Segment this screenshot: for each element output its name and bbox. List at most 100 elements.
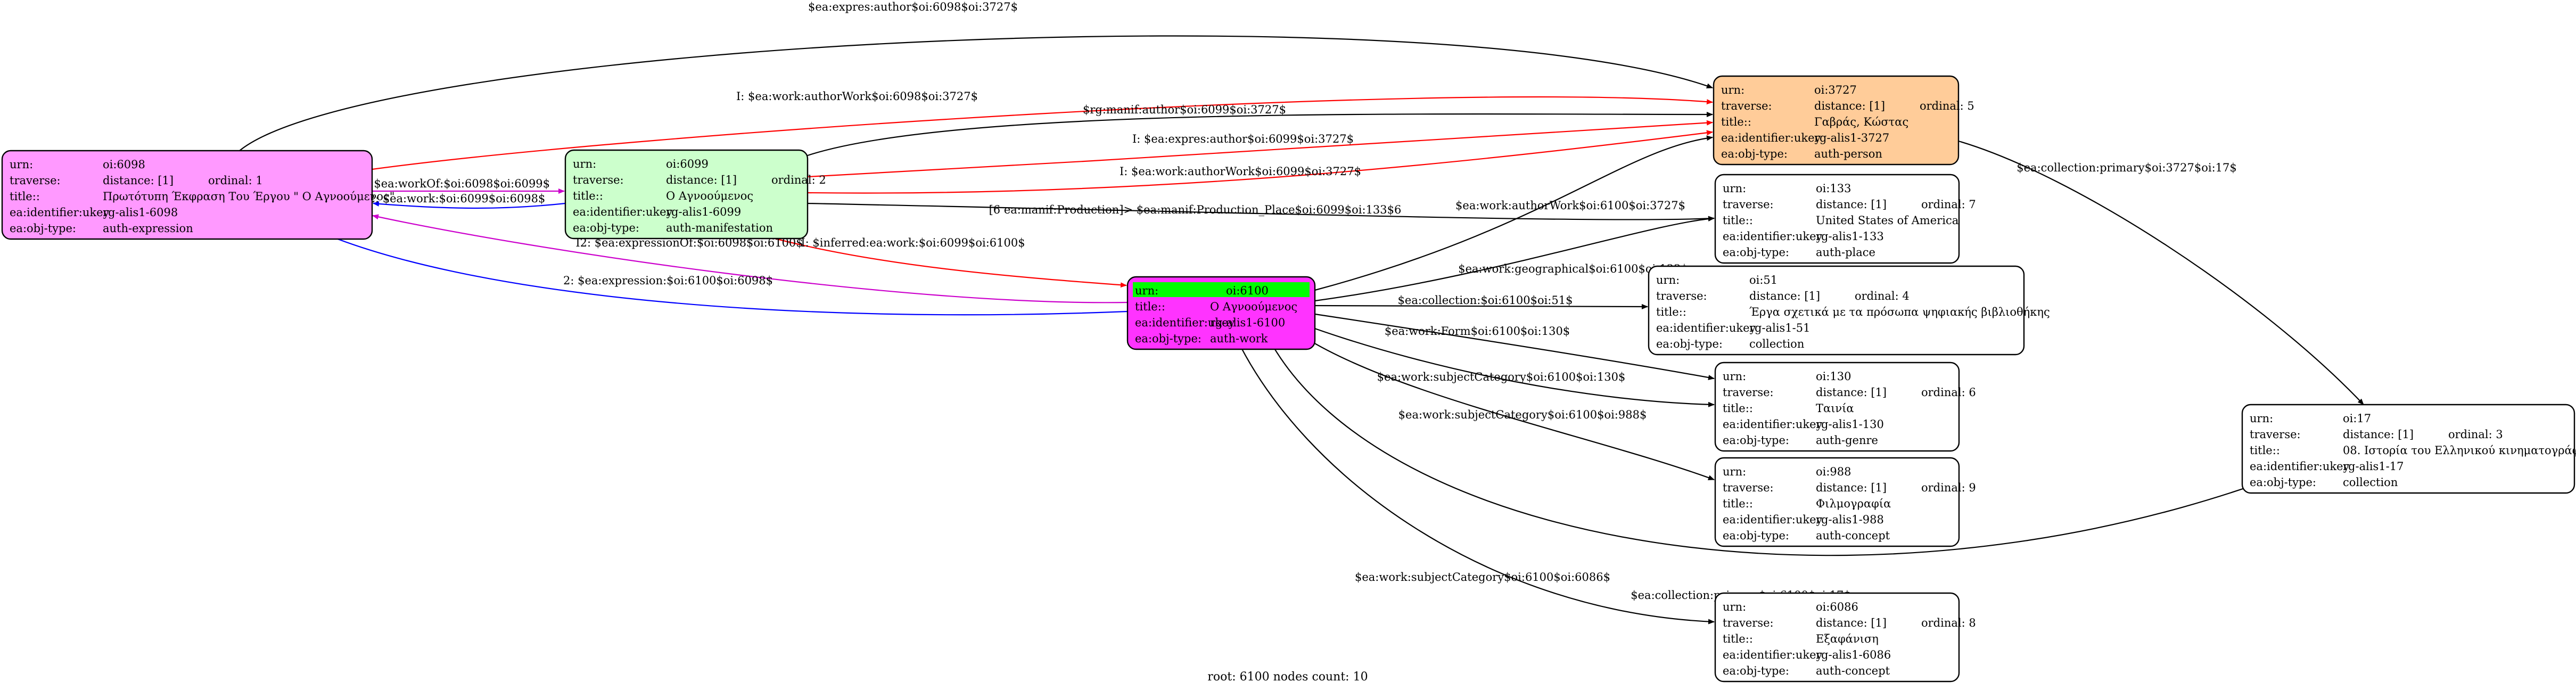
node-value: rg-alis1-51 [1749, 322, 1810, 334]
node-box [2241, 404, 2575, 494]
node-key: title:: [1721, 116, 1751, 128]
edge-line [1234, 335, 1715, 625]
node-key: ea:identifier:ukey [1723, 513, 1823, 526]
edge-label: I2: $ea:workOf:$oi:6098$oi:6099$ [355, 177, 550, 190]
node-box [564, 149, 809, 240]
node-key: ea:identifier:ukey [2250, 460, 2350, 473]
node-value: rg-alis1-6100 [1210, 316, 1285, 329]
node-value: Γαβράς, Κώστας [1814, 116, 1908, 128]
node-value: Φιλμογραφία [1816, 497, 1891, 510]
node-value: auth-genre [1816, 434, 1878, 447]
edge-label: $ea:work:subjectCategory$oi:6100$oi:130$ [1377, 371, 1626, 383]
node-6086[interactable]: urn: oi:6086 traverse: distance: [1] ordinal… [1714, 592, 1976, 683]
node-value: oi:133 [1816, 182, 1851, 195]
edge-line [1314, 313, 1715, 380]
node-key: ea:identifier:ukey [1135, 316, 1235, 329]
node-box [1648, 265, 2025, 356]
node-value: distance: [1] [1816, 481, 1887, 494]
node-value: oi:6086 [1816, 601, 1858, 613]
node-value: distance: [1] [1816, 617, 1887, 629]
node-key: urn: [1723, 370, 1746, 383]
edge-line [1314, 303, 1648, 309]
node-key: traverse: [1723, 617, 1774, 629]
edge-line [1266, 335, 2348, 556]
node-key: ea:obj-type: [1723, 664, 1789, 677]
edge-line [766, 235, 1127, 288]
edge-label: I: $ea:work:authorWork$oi:6098$oi:3727$ [736, 90, 978, 103]
node-key: ea:obj-type: [1135, 332, 1201, 345]
node-value: rg-alis1-17 [2343, 460, 2404, 473]
node-key: ea:identifier:ukey [573, 206, 673, 218]
node-value: rg-alis1-6098 [103, 206, 178, 219]
node-key: ea:identifier:ukey [1723, 418, 1823, 431]
edge-label: $ea:collection:primary$oi:3727$oi:17$ [2017, 161, 2236, 174]
edge-line [807, 130, 1713, 194]
node-ordinal: ordinal: 5 [1920, 100, 1974, 112]
edge-6100-to-130: $ea:work:Form$oi:6100$oi:130$ [1314, 313, 1715, 380]
node-key: traverse: [1656, 290, 1707, 302]
footer-caption: root: 6100 nodes count: 10 [1207, 670, 1368, 684]
node-key: ea:identifier:ukey [1723, 648, 1823, 661]
node-value: oi:6098 [103, 158, 145, 171]
node-key: title:: [573, 190, 603, 202]
node-key: ea:obj-type: [2250, 476, 2316, 489]
node-value: distance: [1] [2343, 428, 2414, 441]
node-value: distance: [1] [1749, 290, 1820, 302]
node-key: traverse: [573, 174, 624, 186]
edge-line [807, 111, 1713, 157]
node-ordinal: ordinal: 9 [1921, 481, 1976, 494]
node-value: 08. Ιστορία του Ελληνικού κινηματογράφου [2343, 444, 2576, 457]
node-value: Ταινία [1816, 402, 1854, 415]
edge-3727-to-17: $ea:collection:primary$oi:3727$oi:17$ [1958, 140, 2364, 405]
node-key: traverse: [1723, 481, 1774, 494]
node-value: oi:17 [2343, 412, 2371, 425]
edge-line [373, 201, 566, 209]
node-box [1, 150, 373, 240]
node-ordinal: ordinal: 2 [771, 174, 826, 186]
node-key: urn: [10, 158, 33, 171]
node-value: Ο Αγνοούμενος [666, 190, 753, 202]
node-value: distance: [1] [1816, 198, 1887, 211]
nodes-layer: urn: oi:6098 traverse: distance: [1] ordinal… [1, 75, 2576, 683]
node-key: urn: [1656, 274, 1680, 286]
node-value: oi:988 [1816, 465, 1851, 478]
node-value: Εξαφάνιση [1816, 632, 1879, 645]
edge-6100-to-51: $ea:collection:$oi:6100$oi:51$ [1314, 294, 1648, 309]
node-key: urn: [1723, 465, 1746, 478]
edge-label: [6 ea:manif:Production]> $ea:manif:Produ… [989, 203, 1402, 216]
edge-label: $ea:work:authorWork$oi:6100$oi:3727$ [1455, 199, 1685, 212]
node-key: title:: [1723, 214, 1753, 227]
node-ordinal: ordinal: 6 [1921, 386, 1976, 399]
node-key: urn: [1723, 601, 1746, 613]
edge-6099-to-3727: I: $ea:work:authorWork$oi:6099$oi:3727$ [807, 130, 1713, 194]
node-ordinal: ordinal: 8 [1921, 617, 1976, 629]
node-key: ea:obj-type: [1723, 246, 1789, 259]
node-key: ea:identifier:ukey [1723, 230, 1823, 243]
edge-label: $ea:work:subjectCategory$oi:6100$oi:6086… [1355, 571, 1610, 584]
edge-6100-to-130: $ea:work:subjectCategory$oi:6100$oi:130$ [1304, 324, 1715, 407]
node-key: title:: [1656, 306, 1686, 318]
edge-line [1314, 216, 1715, 302]
node-key: title:: [1723, 402, 1753, 415]
node-value: auth-manifestation [666, 221, 773, 234]
node-key: traverse: [1721, 100, 1772, 112]
node-988[interactable]: urn: oi:988 traverse: distance: [1] ordinal:… [1714, 457, 1976, 547]
edge-6099-to-6100: I: $inferred:ea:work:$oi:6099$oi:6100$ [766, 235, 1127, 288]
edge-label: $ea:work:Form$oi:6100$oi:130$ [1385, 325, 1570, 338]
node-key: traverse: [1723, 386, 1774, 399]
edge-label: I: $ea:work:authorWork$oi:6099$oi:3727$ [1120, 165, 1361, 178]
edge-label: $ea:expres:author$oi:6098$oi:3727$ [808, 1, 1018, 13]
node-key: ea:obj-type: [10, 222, 76, 235]
edge-6099-to-6098: 2: $ea:work:$oi:6099$oi:6098$ [368, 192, 566, 209]
node-value: distance: [1] [1816, 386, 1887, 399]
node-value: collection [2343, 476, 2398, 489]
